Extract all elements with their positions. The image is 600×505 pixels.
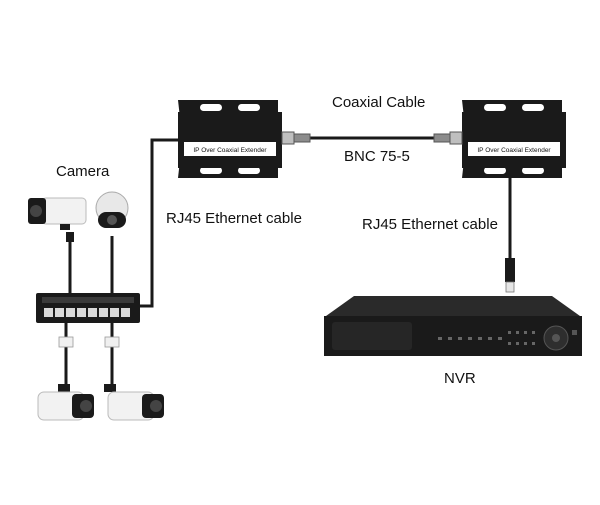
extender-right-label: IP Over Coaxial Extender xyxy=(477,147,551,154)
coaxial-cable-label: Coaxial Cable xyxy=(332,94,426,111)
rj45-right-label: RJ45 Ethernet cable xyxy=(362,216,498,233)
rj45-left-label: RJ45 Ethernet cable xyxy=(166,210,302,227)
ptz-camera-icon xyxy=(95,191,129,228)
extender-right: IP Over Coaxial Extender xyxy=(433,100,566,178)
network-switch xyxy=(36,293,140,323)
bullet-camera-icon xyxy=(37,384,94,421)
bullet-camera-icon xyxy=(28,197,87,230)
nvr-device xyxy=(324,296,582,356)
nvr-label: NVR xyxy=(444,370,476,387)
extender-left-label: IP Over Coaxial Extender xyxy=(193,147,267,154)
rj45-plug-icon xyxy=(505,258,515,293)
bnc-label: BNC 75-5 xyxy=(344,148,410,165)
camera-label: Camera xyxy=(56,163,110,180)
extender-left: IP Over Coaxial Extender xyxy=(178,100,311,178)
bullet-camera-icon xyxy=(104,384,164,421)
ethernet-cable-left xyxy=(140,138,178,308)
